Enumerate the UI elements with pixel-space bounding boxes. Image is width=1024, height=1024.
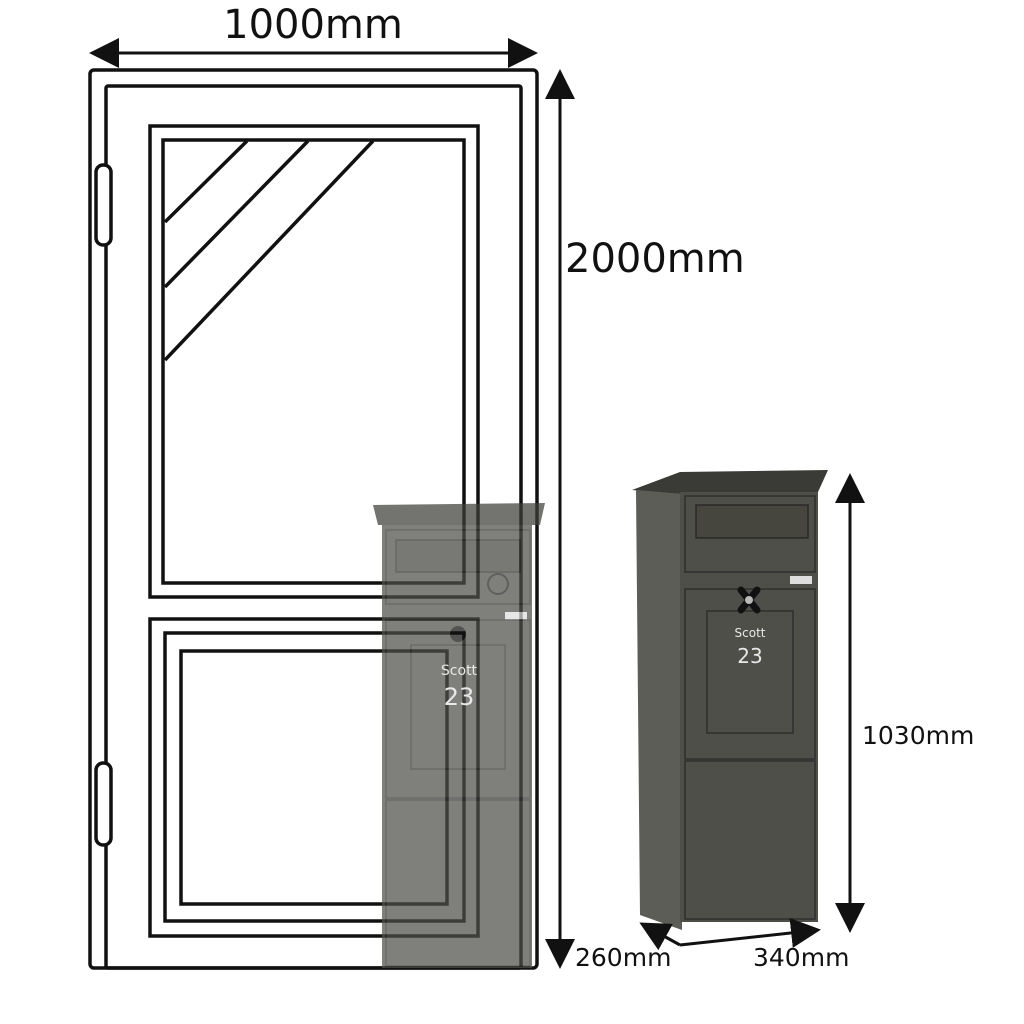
lock-icon [450,626,466,642]
overlay-name-plate: Scott [441,663,478,679]
mailbox-depth-label: 260mm [575,943,671,972]
mailbox-front [680,492,818,922]
door-width-label: 1000mm [223,2,403,48]
mailbox-height-label: 1030mm [862,721,974,750]
lock-handle-icon [737,586,761,614]
overlay-house-number: 23 [444,683,475,711]
mailbox-width-arrow [679,918,821,948]
mailbox-product [632,470,828,930]
mailbox-depth-arrow [639,922,681,951]
mailbox-side [636,490,682,930]
glass-reflection-line [163,139,310,289]
mail-slot [695,504,809,539]
door-height-label: 2000mm [565,236,745,282]
mailbox-width-label: 340mm [753,943,849,972]
hinge-icon [94,163,113,247]
bottom-door [684,760,816,920]
glass-reflection-line [163,139,249,224]
glass-pane [161,138,466,585]
parcel-door [684,588,816,760]
hinge-icon [94,761,113,847]
house-number: 23 [737,644,762,668]
name-plate: Scott [735,626,766,640]
brand-label [790,576,812,584]
upper-panel-outer [148,124,480,599]
mailbox-overlay [373,503,545,968]
glass-reflection-line [163,139,375,362]
